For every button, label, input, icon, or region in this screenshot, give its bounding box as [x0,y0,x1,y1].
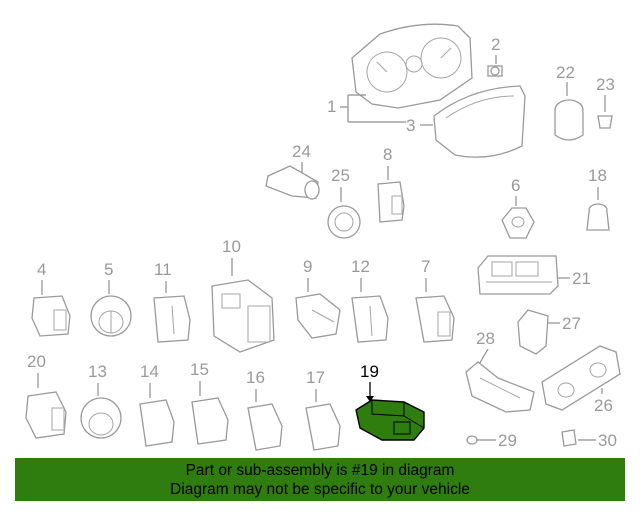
parts-diagram: 1 2 3 22 23 24 25 [25,23,621,451]
callout-24: 24 [292,142,311,161]
part-4-switch[interactable]: 4 [31,260,71,337]
callout-10: 10 [222,237,241,256]
callout-6: 6 [511,176,520,195]
callout-29: 29 [498,431,517,450]
callout-27: 27 [562,314,581,333]
part-27-sensor[interactable]: 27 [517,309,581,355]
part-20-switch[interactable]: 20 [25,352,67,439]
callout-8: 8 [383,145,392,164]
part-11-switch[interactable]: 11 [153,260,191,343]
part-5-knob[interactable]: 5 [90,260,132,337]
callout-25: 25 [331,166,350,185]
callout-7: 7 [421,257,430,276]
part-14-switch[interactable]: 14 [139,362,175,447]
callout-16: 16 [246,368,265,387]
part-12-switch[interactable]: 12 [351,257,389,343]
part-19-highlighted[interactable]: 19 [355,362,425,441]
callout-23: 23 [596,75,615,94]
part-13-knob[interactable]: 13 [80,362,122,439]
part-22-knob[interactable]: 22 [554,63,584,141]
callout-18: 18 [588,166,607,185]
part-17-switch[interactable]: 17 [305,368,341,451]
part-2-screw[interactable]: 2 [487,35,503,77]
banner-line-2: Diagram may not be specific to your vehi… [170,481,470,498]
callout-12: 12 [351,257,370,276]
callout-13: 13 [88,362,107,381]
callout-20: 20 [27,352,46,371]
info-banner: Part or sub-assembly is #19 in diagram D… [15,458,625,501]
callout-11: 11 [154,260,172,279]
part-30-clip[interactable]: 30 [561,429,617,450]
callout-28: 28 [476,329,495,348]
part-24-socket[interactable]: 24 [265,142,320,200]
callout-3: 3 [406,116,415,135]
callout-17: 17 [306,368,325,387]
part-1-instrument-cluster[interactable]: 1 [327,23,473,123]
part-18-knob[interactable]: 18 [586,166,610,231]
part-21-module[interactable]: 21 [477,255,591,295]
part-26-climate-control[interactable]: 26 [541,345,621,415]
callout-1: 1 [327,97,336,116]
callout-4: 4 [37,260,46,279]
callout-2: 2 [491,35,500,54]
part-7-switch[interactable]: 7 [415,257,455,343]
callout-15: 15 [190,360,209,379]
callout-5: 5 [104,260,113,279]
part-25-ring[interactable]: 25 [327,166,361,239]
callout-22: 22 [556,63,575,82]
part-23-bulb[interactable]: 23 [596,75,615,129]
part-6-sensor[interactable]: 6 [501,176,535,239]
part-8-switch[interactable]: 8 [377,145,405,223]
part-16-switch[interactable]: 16 [246,368,283,451]
part-29-hose[interactable]: 29 [437,373,517,450]
callout-21: 21 [572,269,591,288]
part-3-cluster-lens[interactable]: 3 [406,85,526,158]
banner-line-1: Part or sub-assembly is #19 in diagram [185,462,455,479]
part-9-switch[interactable]: 9 [295,257,341,339]
callout-26: 26 [594,396,613,415]
callout-19: 19 [360,362,379,381]
part-28-bracket[interactable]: 28 [465,329,535,413]
callout-9: 9 [303,257,312,276]
part-15-switch[interactable]: 15 [190,360,229,445]
part-10-switch-panel[interactable]: 10 [211,237,275,353]
callout-30: 30 [598,431,617,450]
callout-14: 14 [140,362,159,381]
